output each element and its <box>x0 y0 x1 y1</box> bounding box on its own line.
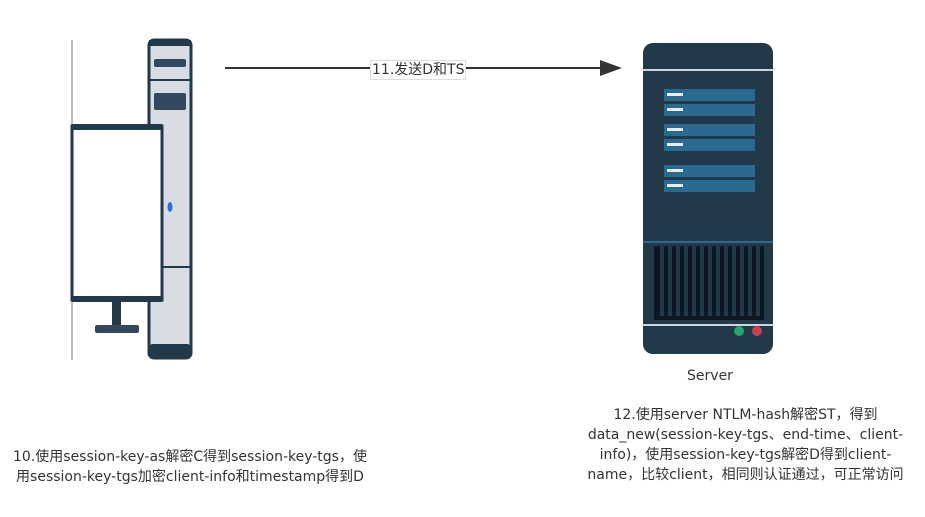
client-step-text: 10.使用session-key-as解密C得到session-key-tgs，… <box>13 449 367 485</box>
status-led-red <box>752 326 762 336</box>
arrow-label: 11.发送D和TS <box>370 60 467 80</box>
status-led-green <box>734 326 744 336</box>
desktop-computer-icon <box>70 38 193 360</box>
server-icon <box>643 43 773 354</box>
arrowhead-icon <box>600 60 622 76</box>
server-step-text: 12.使用server NTLM-hash解密ST，得到data_new(ses… <box>587 407 904 483</box>
server-label: Server <box>687 368 733 384</box>
